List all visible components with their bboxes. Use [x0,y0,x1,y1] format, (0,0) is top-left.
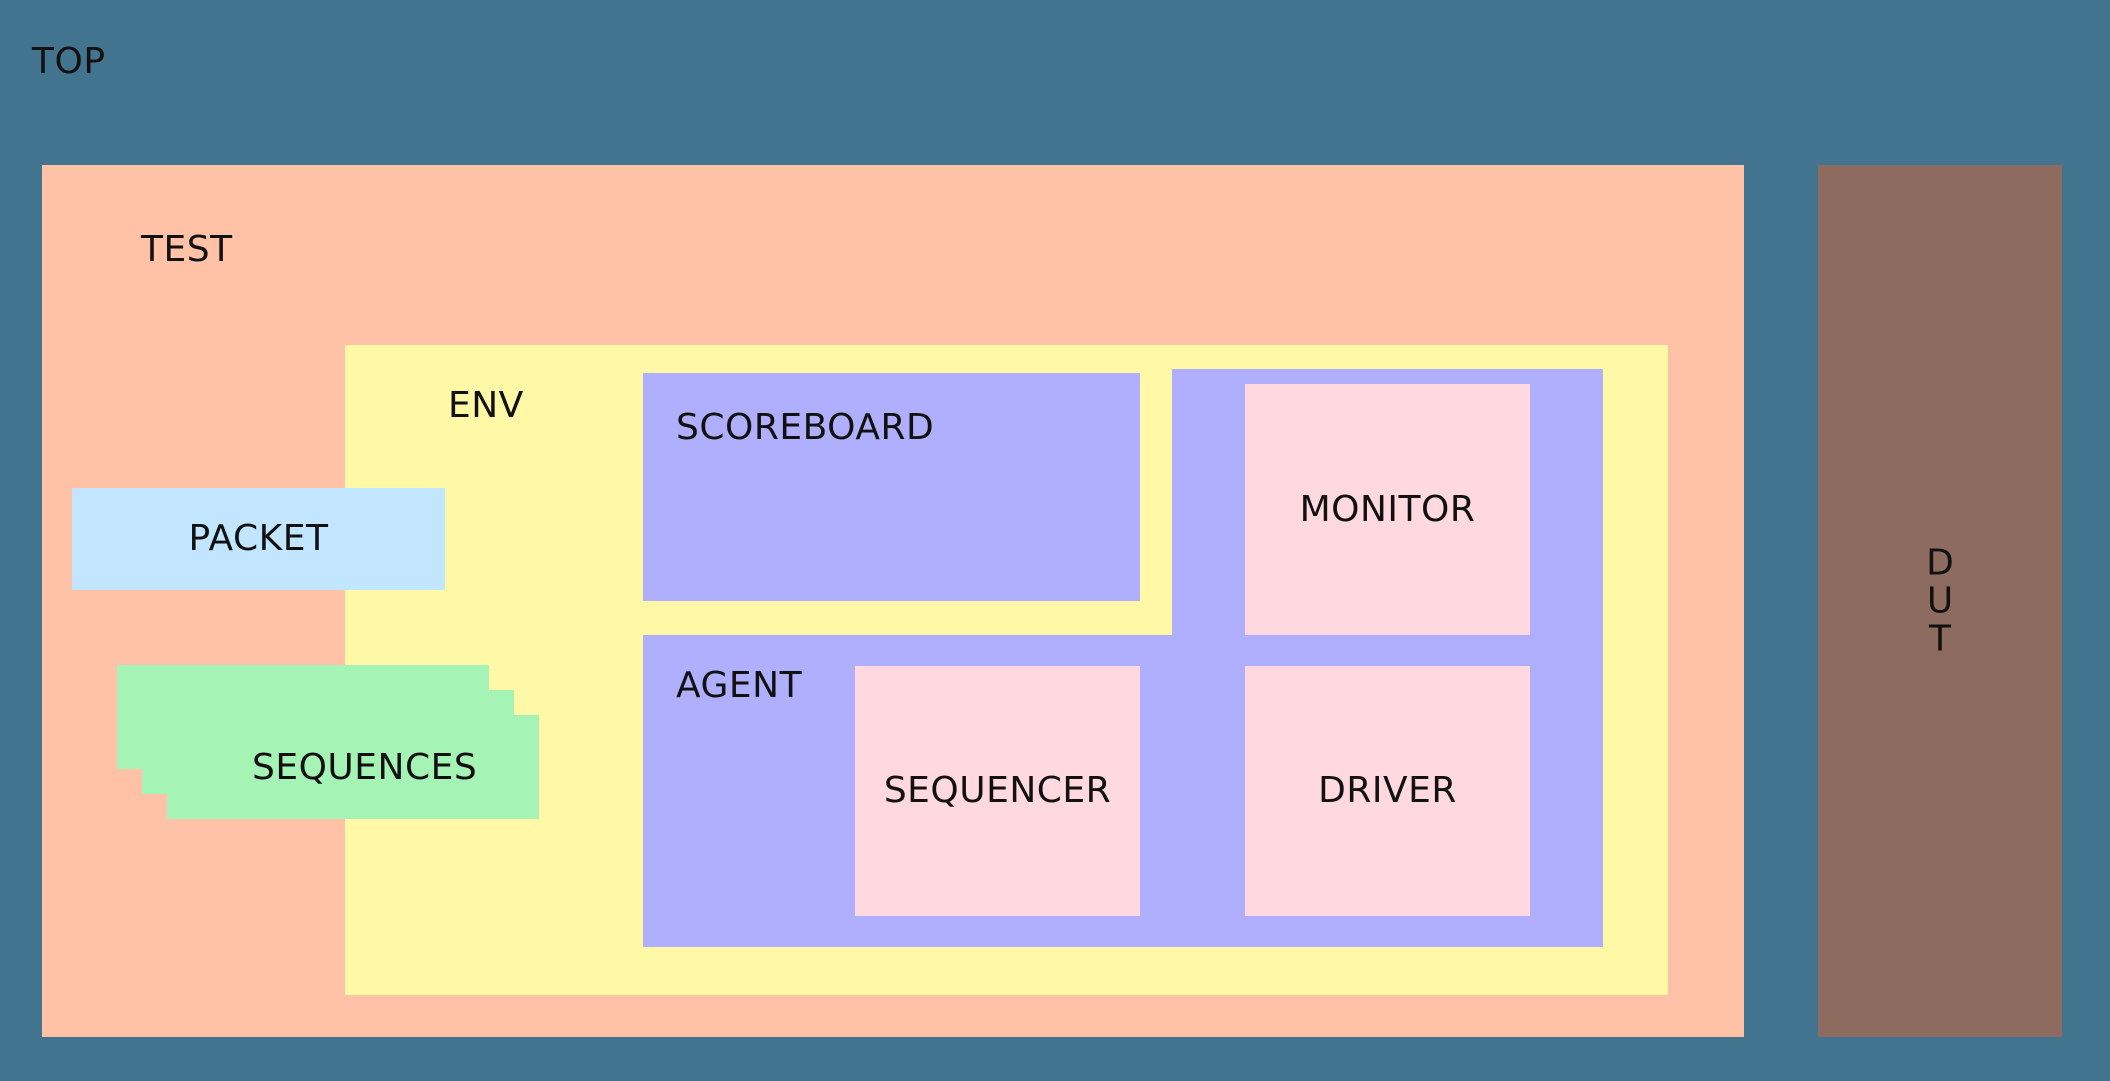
scoreboard-label: SCOREBOARD [676,407,935,448]
scoreboard-block [643,373,1140,601]
test-label: TEST [141,229,233,270]
driver-block: DRIVER [1245,666,1530,916]
sequences-label: SEQUENCES [252,747,478,788]
packet-block [72,488,445,590]
packet-label: PACKET [188,518,329,559]
driver-label: DRIVER [1318,770,1457,811]
monitor-label: MONITOR [1299,488,1476,530]
dut-label: DUT [1926,542,1954,659]
dut-block: DUT [1818,165,2062,1037]
agent-label: AGENT [676,665,803,706]
env-label: ENV [448,385,524,426]
monitor-block: MONITOR [1245,384,1530,635]
sequences-sheet [167,715,539,819]
sequencer-label: SEQUENCER [883,770,1112,811]
top-label: TOP [32,41,106,82]
sequencer-block: SEQUENCER [855,666,1140,916]
